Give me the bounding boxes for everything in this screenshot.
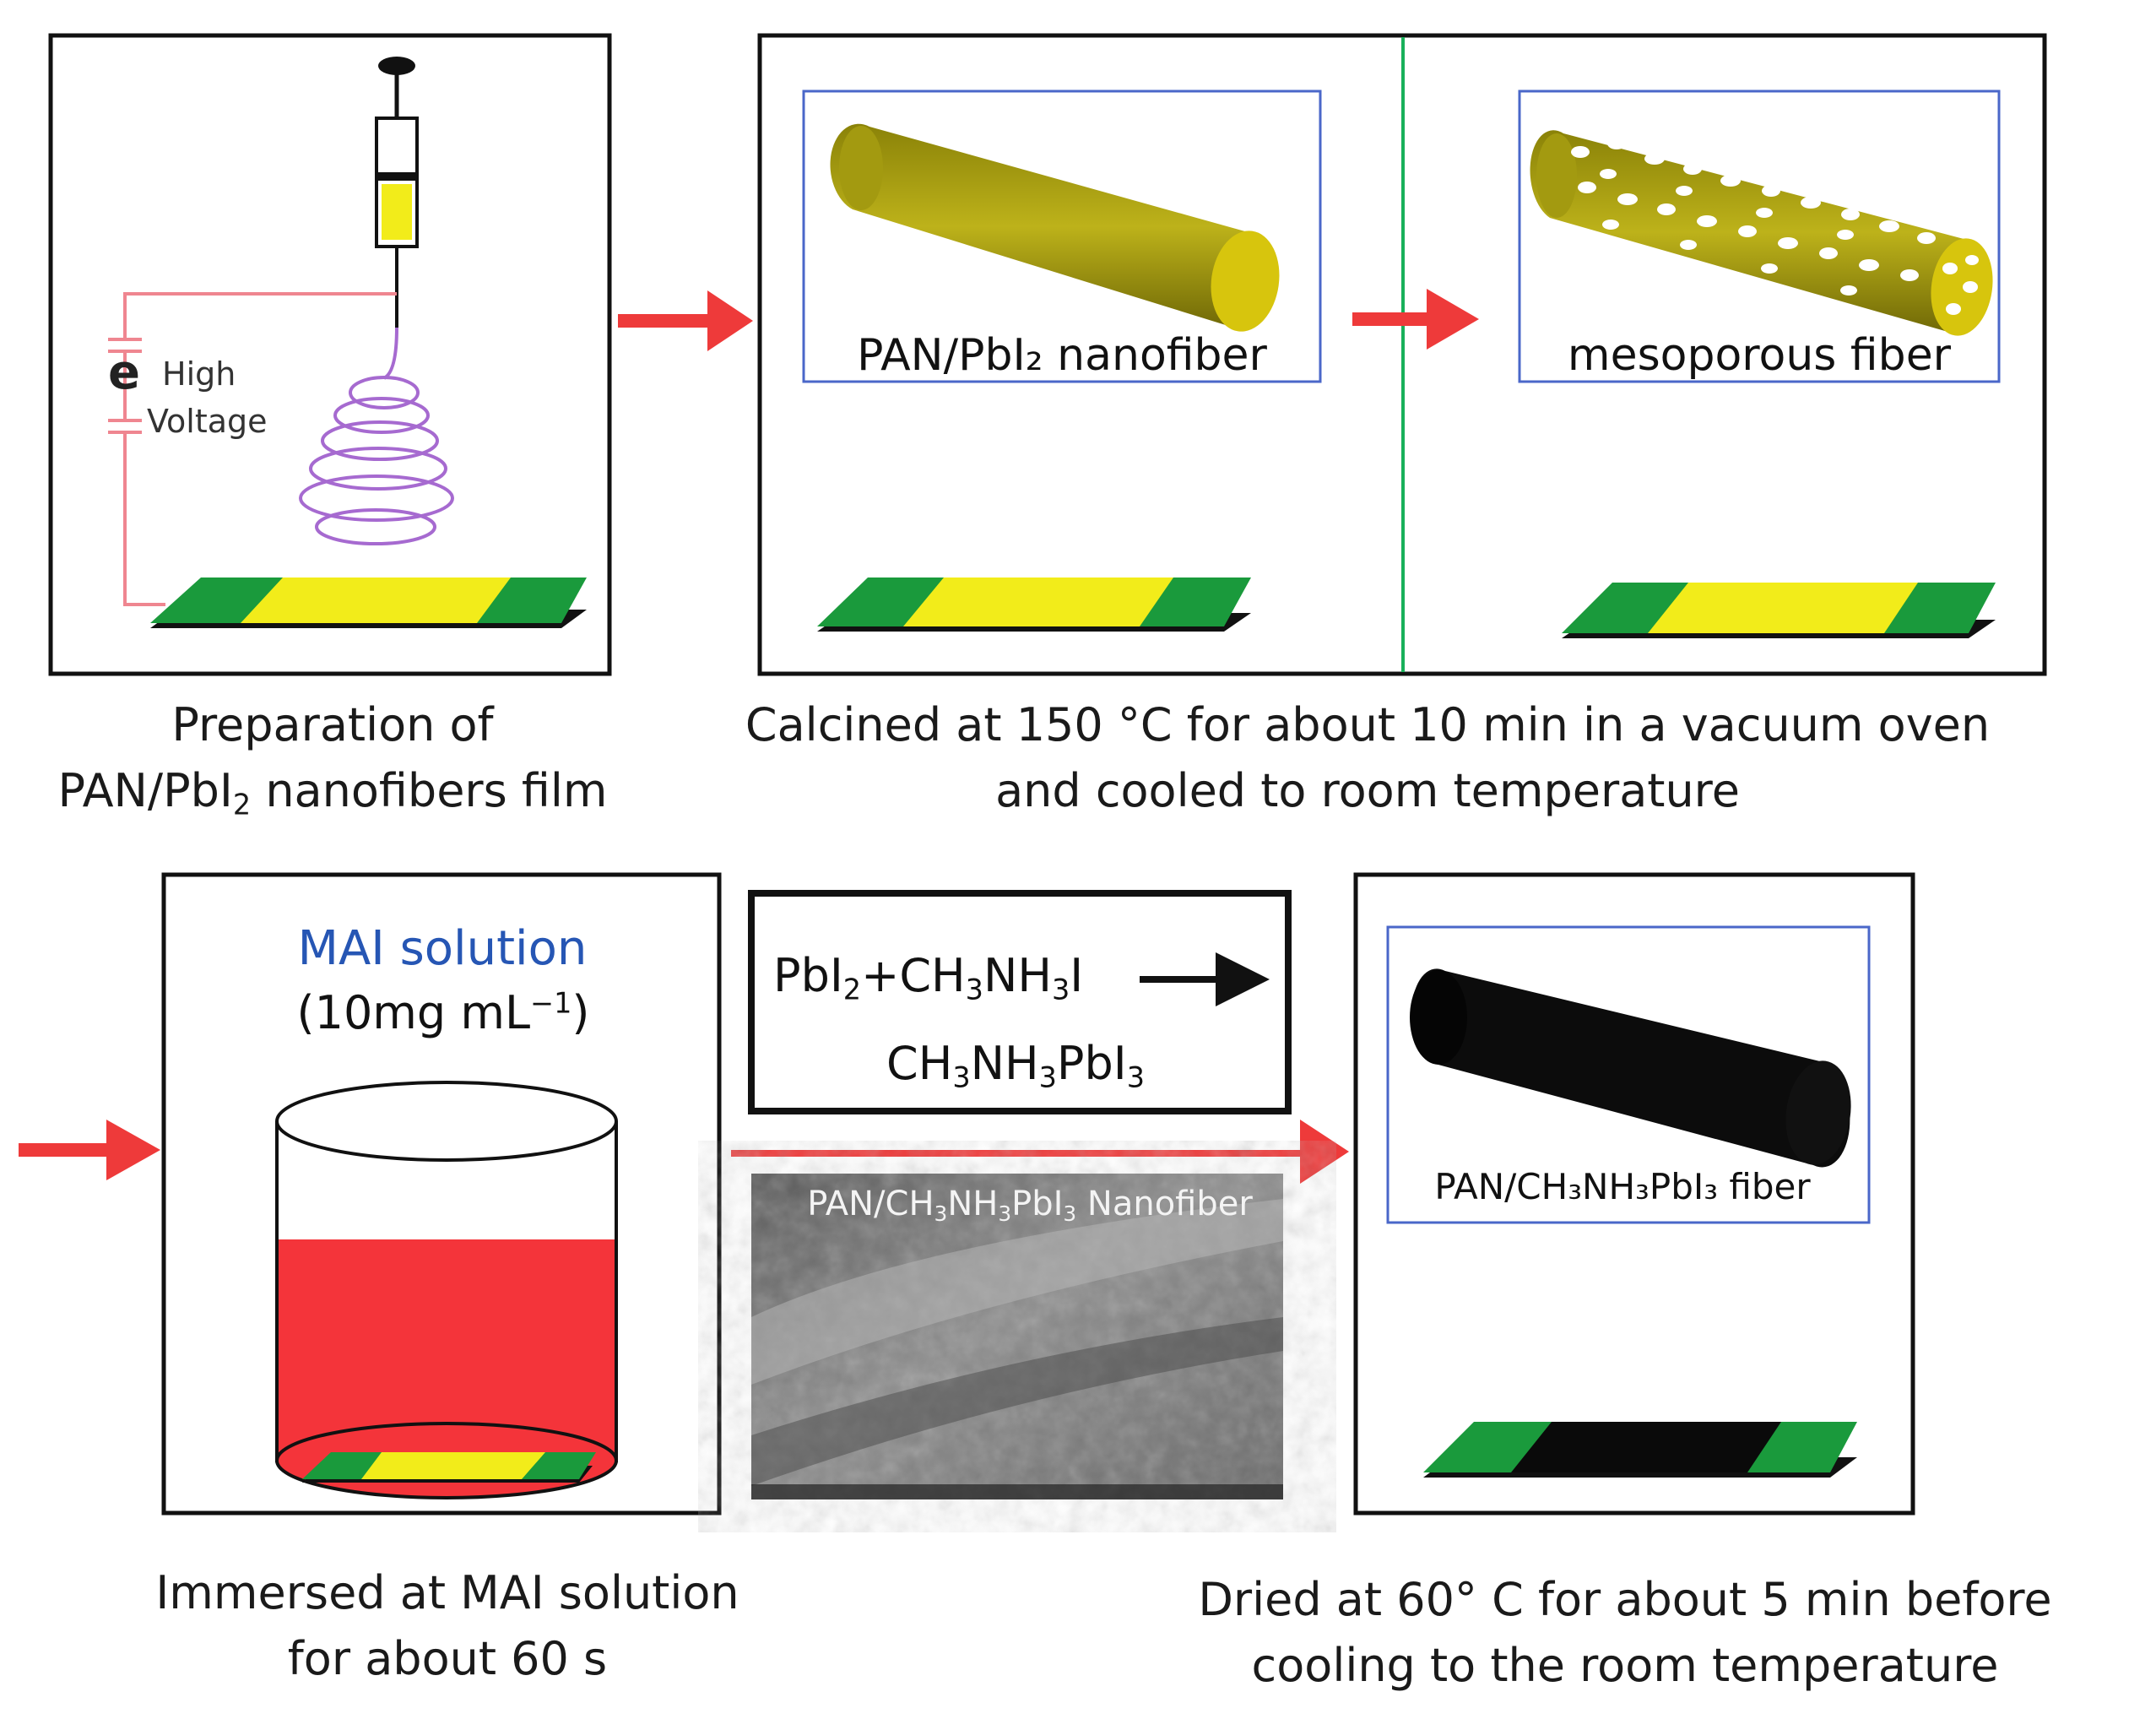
- arrow-4: [731, 1120, 1349, 1184]
- reaction-box: [748, 890, 1292, 1114]
- syringe-icon: [375, 57, 419, 328]
- panel2-frame: [757, 33, 2047, 676]
- panel4-caption: Dried at 60° C for about 5 min before co…: [1097, 1567, 2153, 1699]
- fiber1-frame: [802, 89, 1322, 383]
- panel4-frame: [1353, 872, 1915, 1516]
- concentration-label-wrap: (10mg mL−1): [296, 986, 590, 1039]
- panel4-caption-line1: Dried at 60° C for about 5 min before: [1198, 1573, 2052, 1626]
- product-formula: CH3NH3PbI3: [886, 1037, 1145, 1094]
- panel1-caption-line2: PAN/PbI2 nanofibers film: [57, 764, 608, 822]
- substrate-2: [817, 578, 1251, 632]
- panel2-caption-line2: and cooled to room temperature: [995, 764, 1740, 817]
- arrow-3: [19, 1120, 160, 1180]
- concentration-label: (10mg mL−1): [296, 986, 590, 1039]
- mesoporous-fiber-icon: [1530, 130, 1993, 336]
- sem-label: PAN/CH3NH3PbI3 Nanofiber: [807, 1185, 1253, 1226]
- panel2-caption: Calcined at 150 °C for about 10 min in a…: [675, 692, 2060, 824]
- arrow-2: [1352, 289, 1479, 350]
- panel-final: [1353, 872, 1915, 1516]
- reaction-frame: [748, 890, 1292, 1114]
- high-label: High: [162, 355, 236, 393]
- fiber2-frame: [1518, 89, 2001, 383]
- perovskite-fiber-icon: [1410, 968, 1851, 1168]
- fiber-jet-coil: [299, 327, 454, 545]
- mai-solution-title: MAI solution: [298, 921, 588, 976]
- panel3-caption-line1: Immersed at MAI solution: [155, 1566, 739, 1619]
- panel2-caption-line1: Calcined at 150 °C for about 10 min in a…: [745, 698, 1991, 751]
- substrate-1: [150, 578, 587, 628]
- fiber3-label: PAN/CH₃NH₃PbI₃ fiber: [1434, 1166, 1811, 1207]
- voltage-label: Voltage: [147, 403, 268, 440]
- panel1-caption-line1: Preparation of: [171, 698, 494, 751]
- panel3-frame: [161, 872, 722, 1516]
- product-wrap: CH3NH3PbI3: [886, 1037, 1145, 1094]
- substrate-3: [1562, 583, 1996, 638]
- reactants-formula: PbI2+CH3NH3I: [773, 949, 1084, 1006]
- panel-immersion: [161, 872, 722, 1516]
- beaker-icon: [275, 1081, 618, 1499]
- panel4-caption-line2: cooling to the room temperature: [1251, 1639, 1999, 1692]
- sem-label-wrap: PAN/CH3NH3PbI3 Nanofiber: [807, 1185, 1253, 1226]
- panel1-caption: Preparation of PAN/PbI2 nanofibers film: [29, 692, 637, 824]
- fiber3-frame: [1386, 925, 1871, 1224]
- arrow-1: [618, 290, 753, 351]
- electron-label: e: [108, 345, 140, 400]
- fiber2-label: mesoporous fiber: [1568, 330, 1952, 381]
- panel3-caption: Immersed at MAI solution for about 60 s: [93, 1560, 802, 1692]
- solid-fiber-icon: [830, 123, 1280, 332]
- panel-calcination: [757, 33, 2047, 676]
- fiber1-label: PAN/PbI₂ nanofiber: [857, 330, 1267, 381]
- panel3-caption-line2: for about 60 s: [287, 1632, 608, 1685]
- panel1-frame: [48, 33, 612, 676]
- panel-electrospinning: [48, 33, 612, 676]
- voltage-circuit: [108, 292, 397, 606]
- reactants-wrap: PbI2+CH3NH3I: [773, 949, 1084, 1006]
- sem-image: [751, 1174, 1283, 1499]
- substrate-4: [1423, 1422, 1857, 1478]
